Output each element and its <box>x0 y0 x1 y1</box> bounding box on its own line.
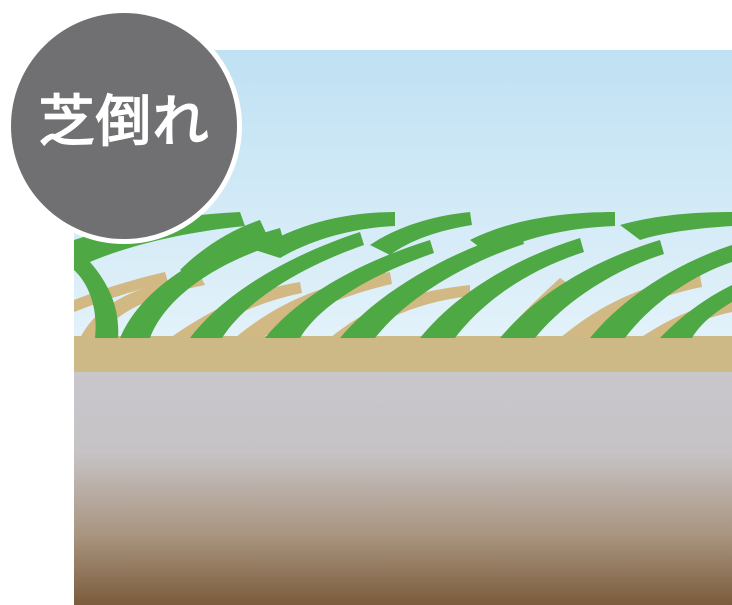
soil-layer <box>74 370 732 605</box>
thatch-layer <box>74 336 732 372</box>
fallen-turf-badge: 芝倒れ <box>6 8 242 244</box>
badge-label: 芝倒れ <box>38 90 210 155</box>
green-grass-blades <box>74 212 732 338</box>
grass-blades <box>74 212 732 338</box>
